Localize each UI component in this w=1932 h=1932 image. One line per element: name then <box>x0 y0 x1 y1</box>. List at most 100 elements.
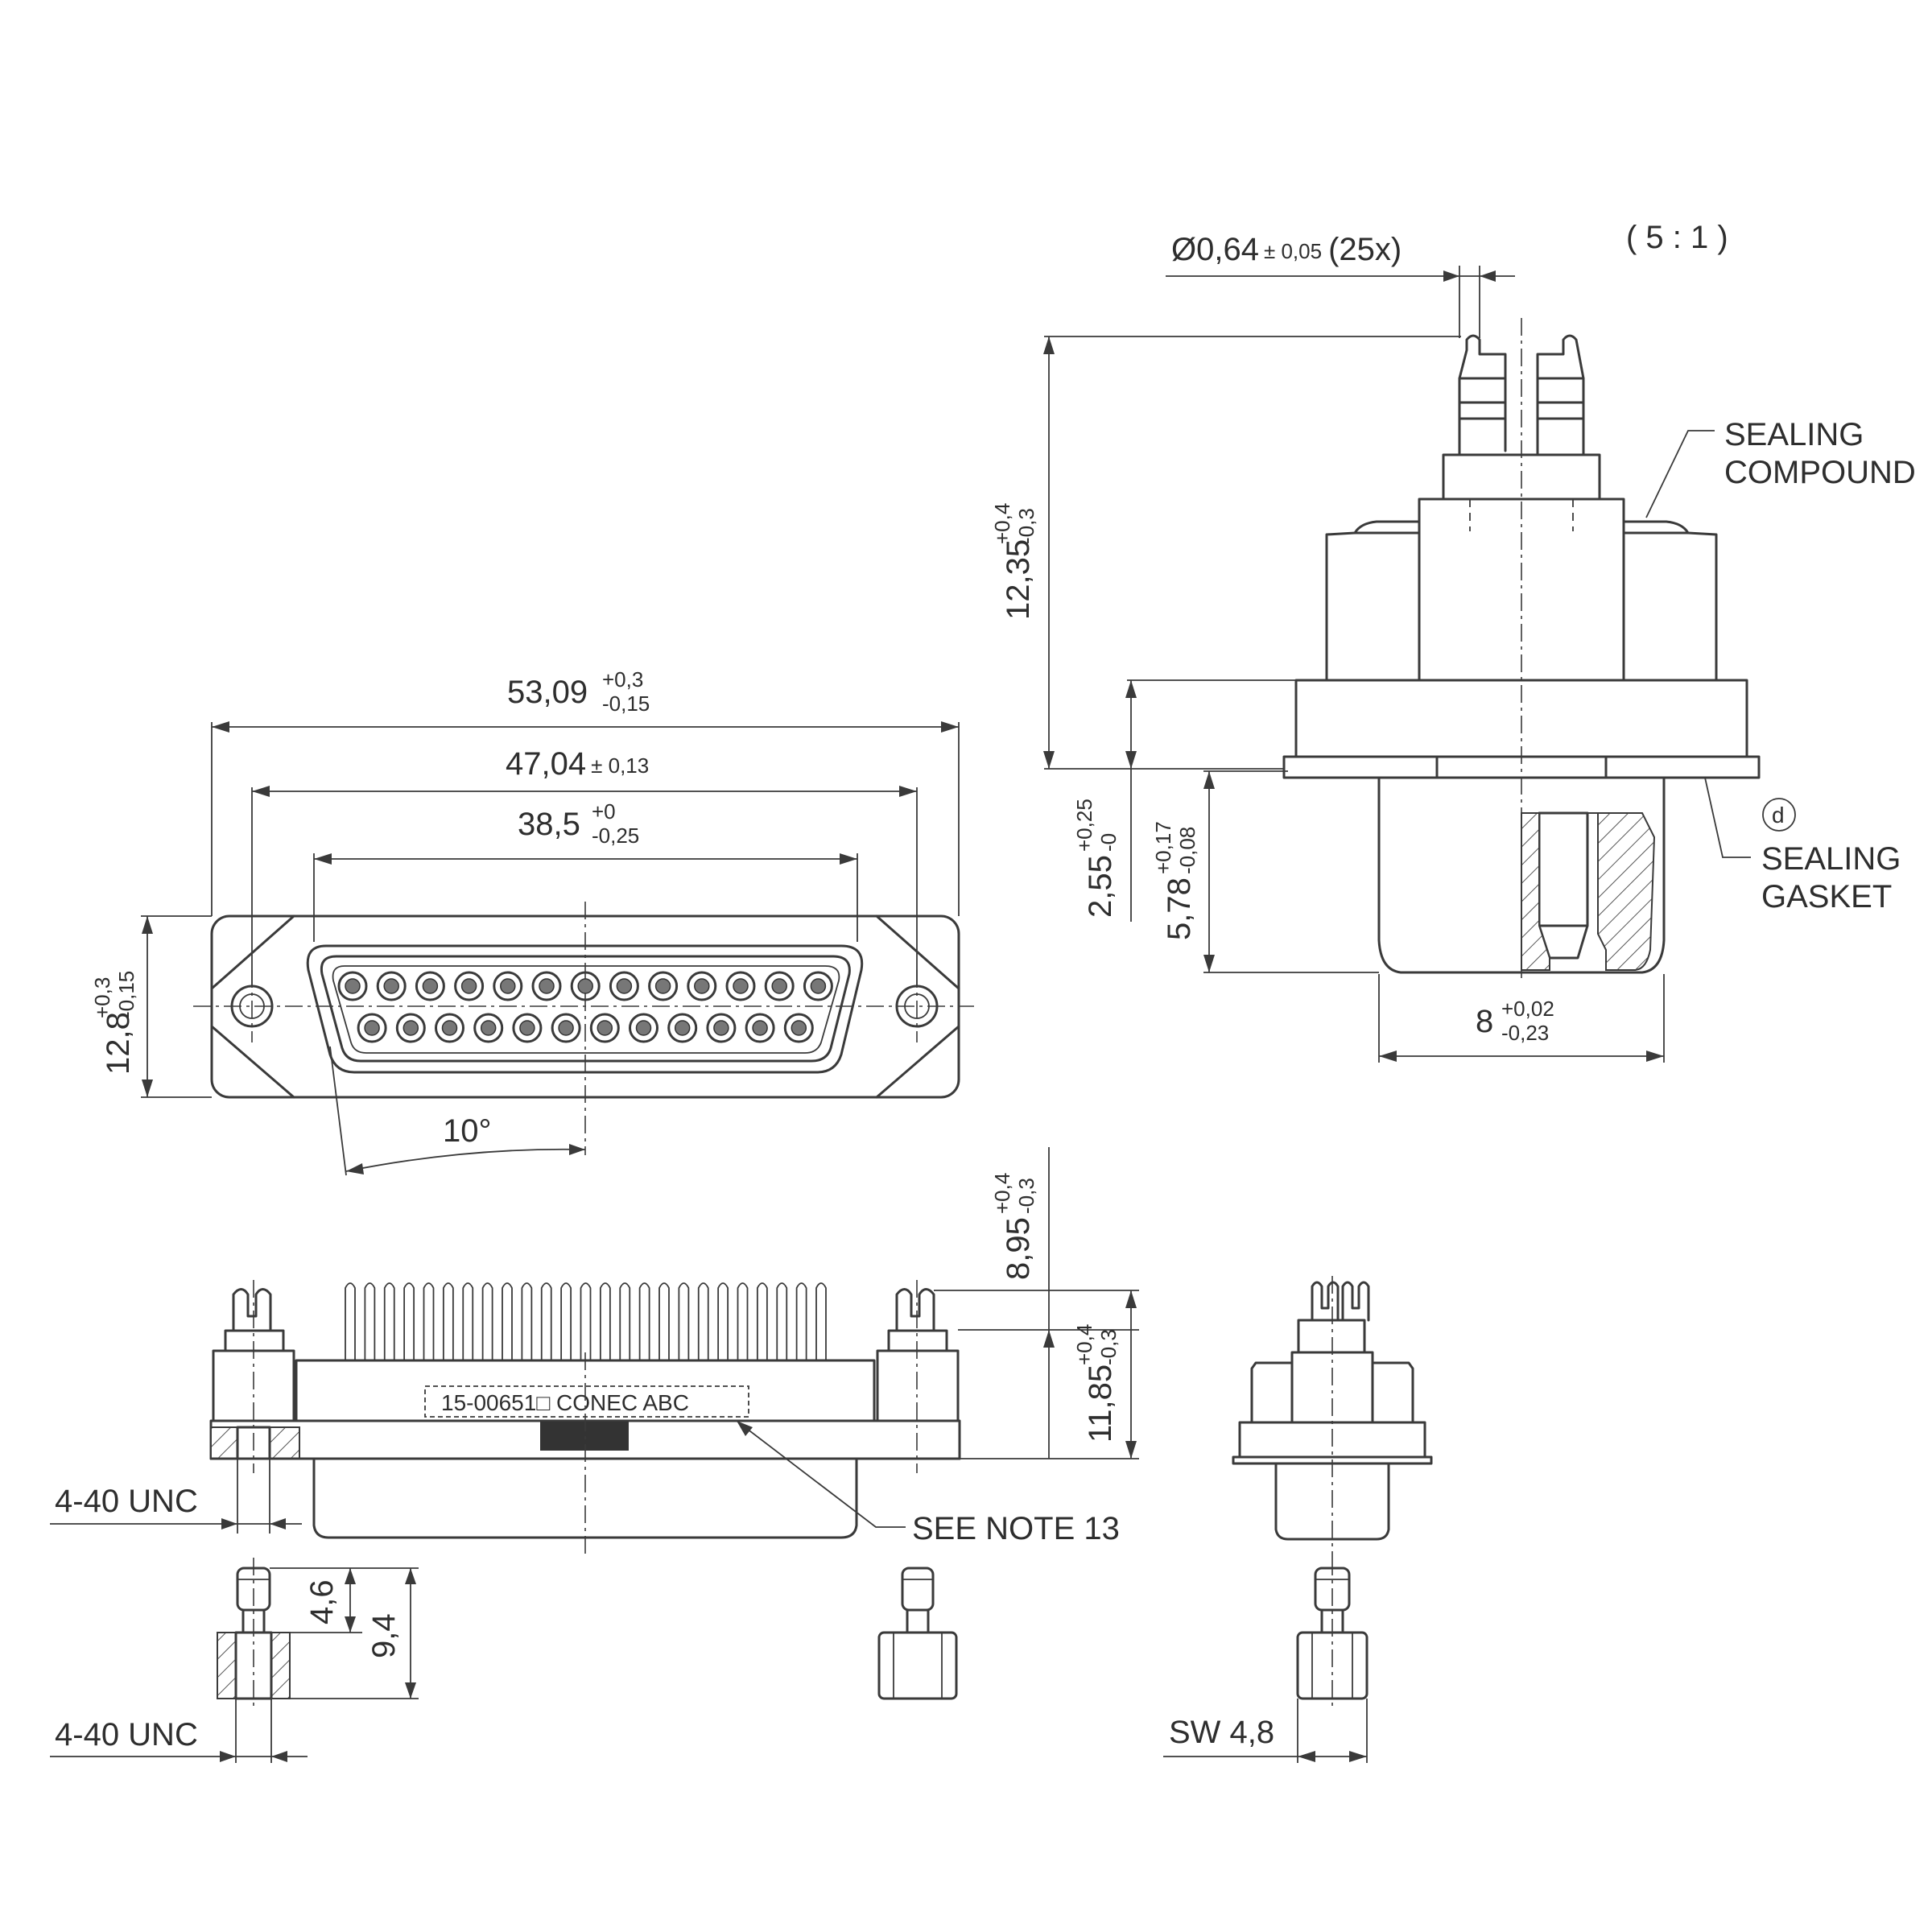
svg-text:+0,3: +0,3 <box>90 977 114 1018</box>
svg-text:4-40 UNC: 4-40 UNC <box>55 1717 198 1752</box>
scale-note: ( 5 : 1 ) <box>1626 220 1728 255</box>
svg-text:9,4: 9,4 <box>366 1613 402 1658</box>
svg-text:12,35: 12,35 <box>1001 539 1036 620</box>
contact-pin <box>629 1013 658 1043</box>
contact-pin <box>473 1013 504 1043</box>
sealing-gasket-callout: d SEALING GASKET <box>1704 777 1901 914</box>
angle-dimension: 10° <box>329 1046 586 1176</box>
contact-pin <box>435 1013 464 1043</box>
pin-tail <box>737 1282 749 1360</box>
svg-text:d: d <box>1772 803 1785 828</box>
contact-pins <box>337 971 833 1043</box>
contact-pin-socket <box>674 1020 691 1036</box>
svg-text:38,5: 38,5 <box>518 807 580 842</box>
contact-pin-socket <box>733 978 749 994</box>
wrench-size-dimension: SW 4,8 <box>1163 1699 1368 1763</box>
shell-depth-dimension: 5,78 +0,17 -0,08 <box>1151 770 1379 973</box>
contact-pin-socket <box>422 978 439 994</box>
thread-dimension-upper: 4-40 UNC <box>50 1459 302 1534</box>
contact-pin <box>512 1013 543 1043</box>
contact-pin-socket <box>694 978 710 994</box>
contact-pin-socket <box>597 1020 613 1036</box>
svg-text:53,09: 53,09 <box>507 675 588 710</box>
contact-pin-socket <box>402 1020 419 1036</box>
contact-pin-socket <box>810 978 827 994</box>
contact-pin-socket <box>558 1020 574 1036</box>
contact-pin <box>415 971 445 1001</box>
svg-text:4-40 UNC: 4-40 UNC <box>55 1484 198 1519</box>
side-view <box>1282 318 1761 978</box>
pin-tail <box>481 1282 493 1360</box>
contact-pin-socket <box>654 978 671 994</box>
svg-text:+0,4: +0,4 <box>990 1173 1014 1214</box>
contact-pin <box>667 1013 698 1043</box>
svg-text:11,85: 11,85 <box>1083 1364 1118 1443</box>
contact-pin <box>551 1013 581 1043</box>
svg-text:8: 8 <box>1476 1004 1493 1039</box>
svg-text:5,78: 5,78 <box>1162 877 1197 940</box>
svg-text:-0,25: -0,25 <box>592 824 639 848</box>
hole-spacing-dimension: 47,04± 0,13 <box>251 746 918 986</box>
contact-pin <box>803 971 833 1001</box>
see-note-callout: SEE NOTE 13 <box>736 1420 1120 1546</box>
svg-text:15-00651□ CONEC ABC: 15-00651□ CONEC ABC <box>441 1390 689 1415</box>
contact-pin-socket <box>364 1020 380 1036</box>
pin-tail <box>599 1282 611 1360</box>
height-dimension-12-35: 12,35 +0,4 -0,3 <box>990 336 1461 770</box>
pin-tail <box>364 1282 376 1360</box>
contact-pin-socket <box>791 1020 807 1036</box>
contact-pin <box>764 971 795 1001</box>
contact-pin-socket <box>577 978 593 994</box>
pin-tail <box>658 1282 670 1360</box>
contact-pin <box>570 971 601 1001</box>
svg-text:+0,02: +0,02 <box>1501 997 1554 1021</box>
standoff-left <box>217 1558 291 1711</box>
contact-pin-socket <box>383 978 399 994</box>
shell-width-front-dimension: 38,5 +0 -0,25 <box>313 799 858 942</box>
contact-pin-socket <box>635 1020 652 1036</box>
svg-text:10°: 10° <box>443 1113 492 1149</box>
pin-tail <box>383 1282 395 1360</box>
contact-pin <box>706 1013 737 1043</box>
svg-text:12,8: 12,8 <box>101 1012 136 1075</box>
contact-pin <box>589 1013 620 1043</box>
pin-tail <box>717 1282 729 1360</box>
contact-pin <box>745 1013 775 1043</box>
svg-text:+0,25: +0,25 <box>1072 799 1096 852</box>
contact-pin <box>783 1013 814 1043</box>
contact-pin <box>609 971 639 1001</box>
thread-dimension-lower: 4-40 UNC <box>50 1699 308 1763</box>
contact-pin-socket <box>519 1020 535 1036</box>
svg-text:2,55: 2,55 <box>1083 855 1118 918</box>
svg-text:Ø0,64± 0,05(25x): Ø0,64± 0,05(25x) <box>1171 232 1402 267</box>
pin-tail <box>776 1282 788 1360</box>
pin-tail <box>442 1282 454 1360</box>
pin-tail <box>560 1282 572 1360</box>
front-height-dimension: 12,8 +0,3 -0,15 <box>90 915 212 1098</box>
pin-tail <box>619 1282 631 1360</box>
contact-pin <box>454 971 485 1001</box>
standoff-middle <box>877 1567 958 1700</box>
contact-pin-socket <box>441 1020 458 1036</box>
svg-text:-0: -0 <box>1096 833 1121 852</box>
contact-pin <box>357 1013 387 1043</box>
sealing-compound-callout: SEALING COMPOUND <box>1645 417 1916 518</box>
standoff-right <box>1296 1558 1368 1711</box>
pin-tail <box>540 1282 552 1360</box>
svg-text:47,04± 0,13: 47,04± 0,13 <box>506 746 649 782</box>
contact-pin <box>376 971 407 1001</box>
svg-text:SEALING: SEALING <box>1724 417 1864 452</box>
pin-tail <box>403 1282 415 1360</box>
contact-pin <box>395 1013 426 1043</box>
svg-text:4,6: 4,6 <box>304 1579 340 1624</box>
pin-tail <box>795 1282 807 1360</box>
svg-text:+0,17: +0,17 <box>1151 821 1175 874</box>
contact-pin <box>725 971 756 1001</box>
contact-pin-socket <box>713 1020 729 1036</box>
contact-pin-socket <box>752 1020 768 1036</box>
side-view-small <box>1232 1276 1433 1558</box>
front-view <box>193 902 974 1155</box>
contact-pin-socket <box>539 978 555 994</box>
contact-pin-socket <box>480 1020 497 1036</box>
